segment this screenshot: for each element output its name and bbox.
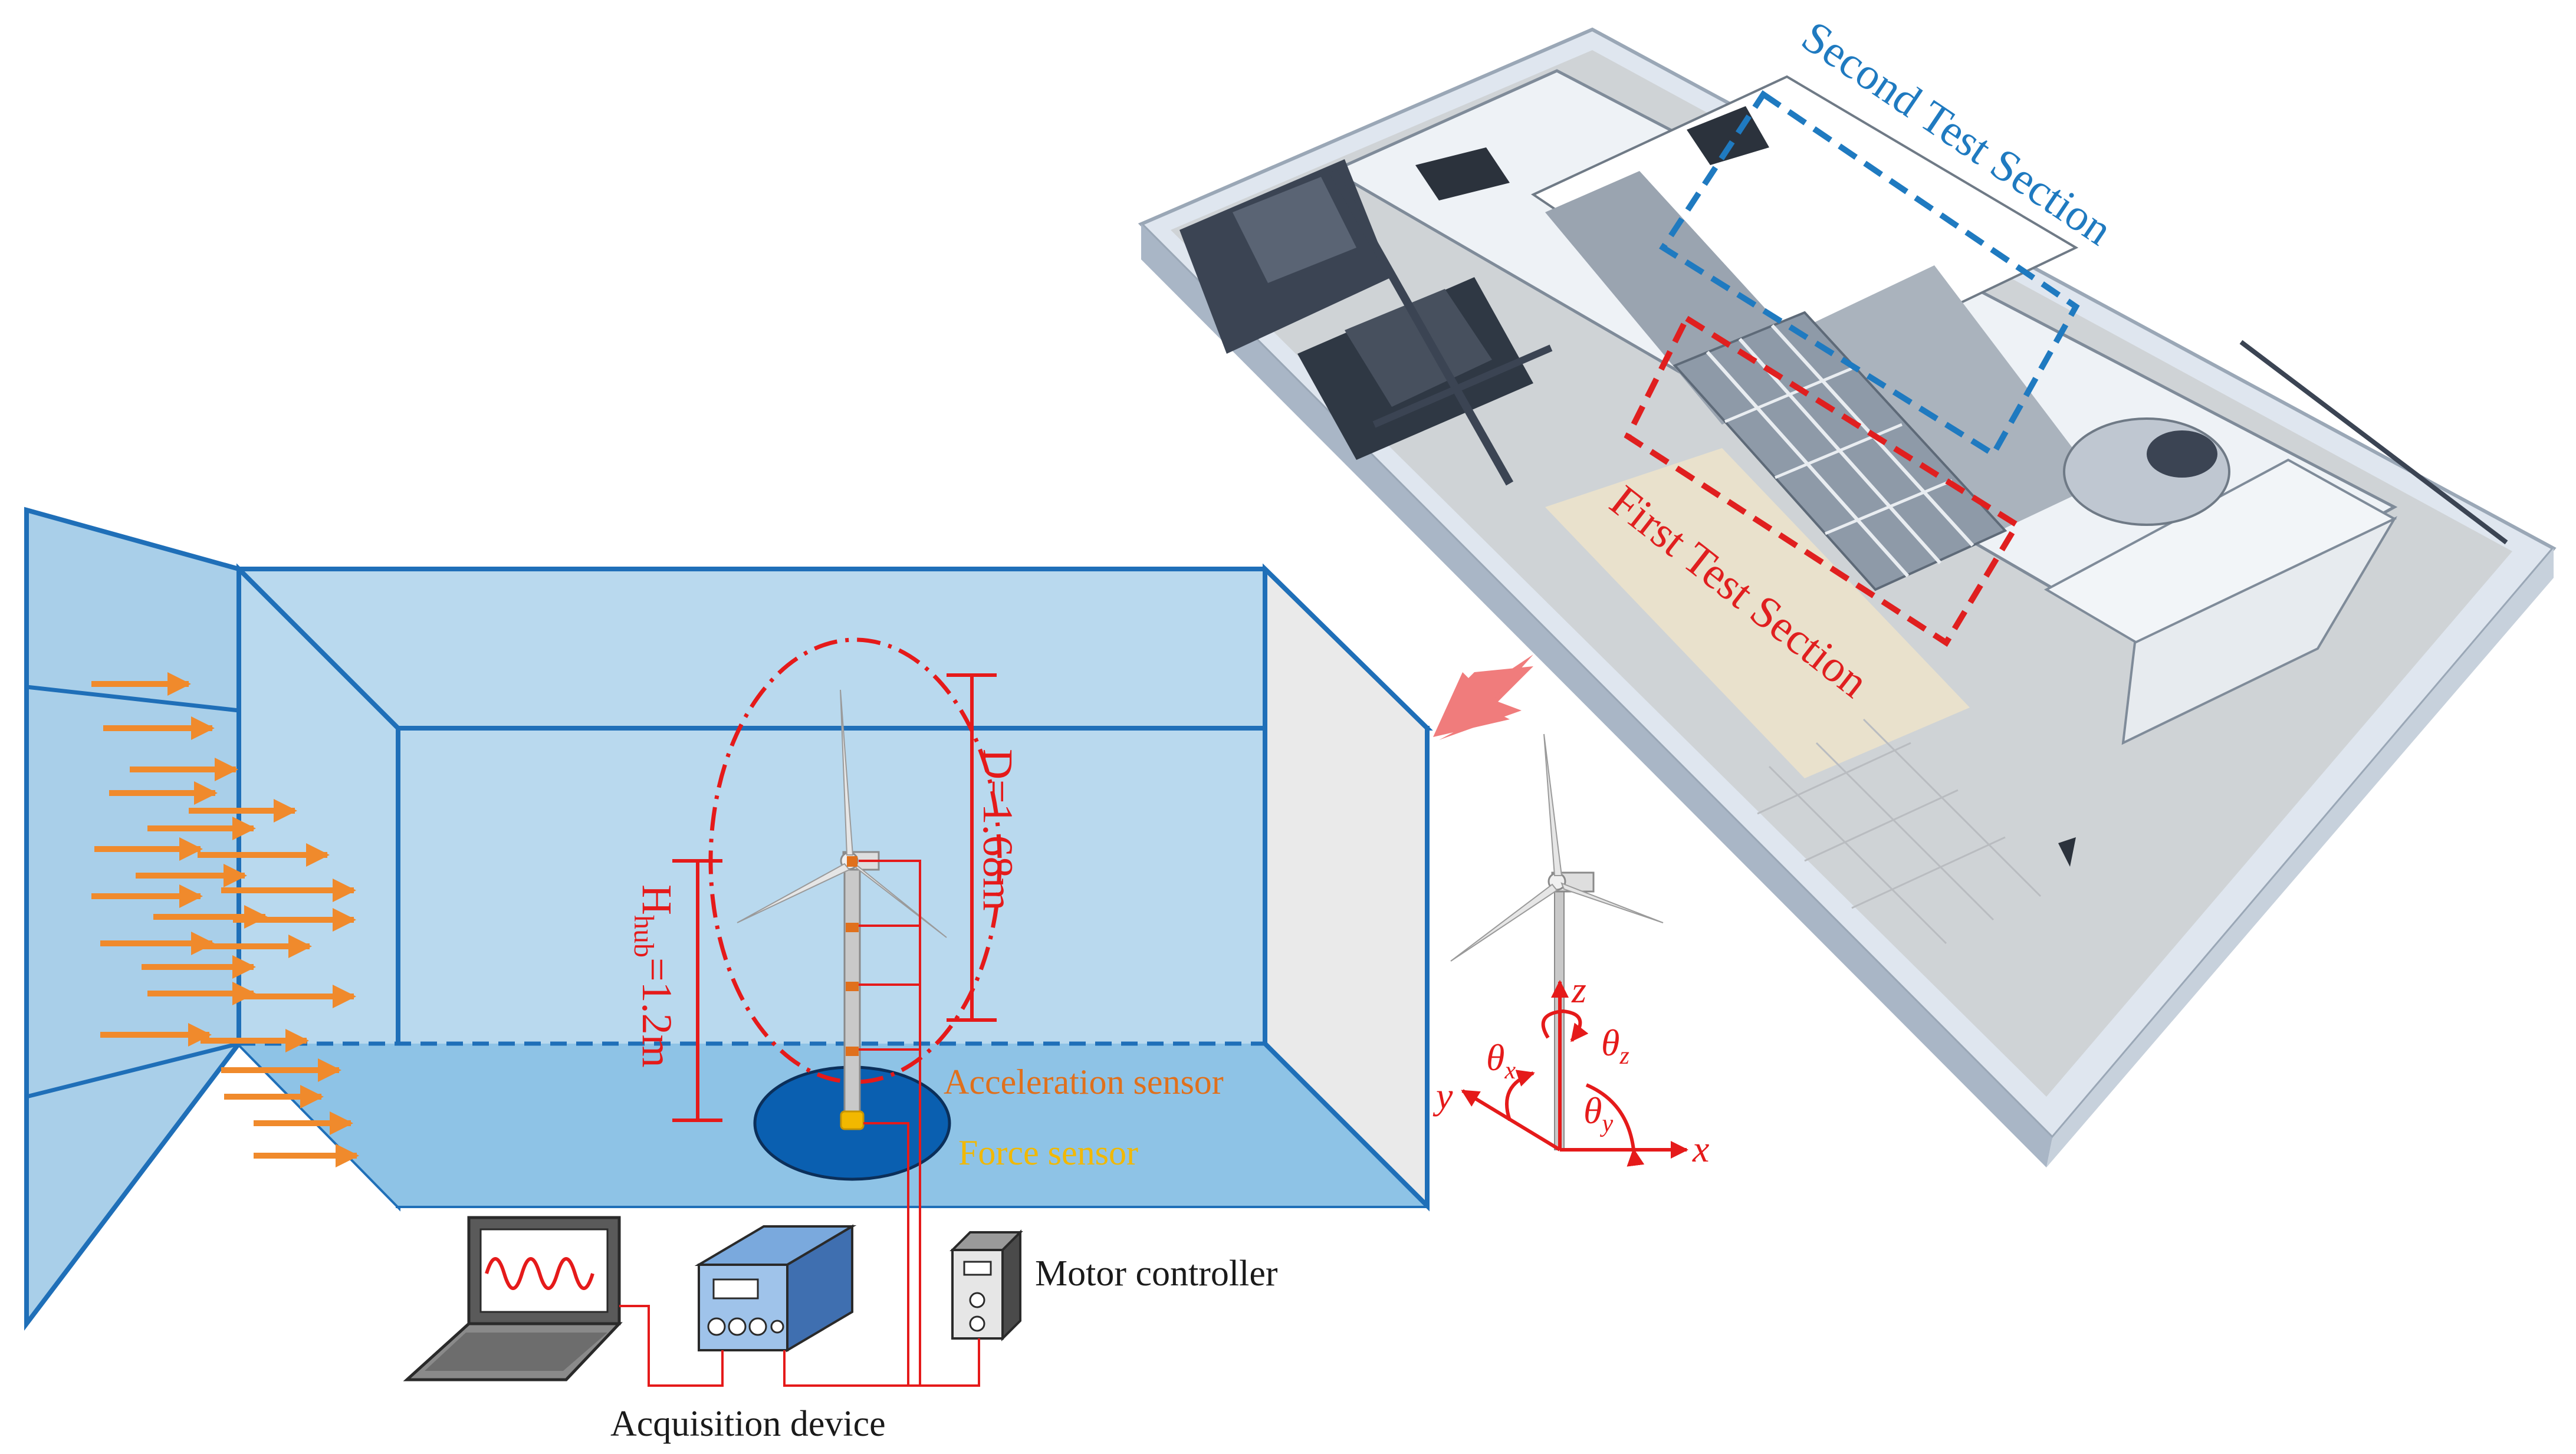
theta-z-subscript: z [1619,1042,1629,1070]
theta-x-label: θx [1486,1037,1516,1084]
motor-controller-icon [949,1229,1023,1341]
hub-height-label: Hhub=1.2m [628,884,681,1068]
equipment-wiring [619,1305,980,1387]
theta-y-subscript: y [1599,1110,1613,1137]
theta-z-symbol: θ [1601,1022,1619,1064]
axis-x-label: x [1692,1128,1709,1170]
theta-y-symbol: θ [1583,1090,1602,1131]
diameter-label: D=1.68m [974,749,1021,911]
coordinate-axes [1461,980,1688,1167]
hub-height-symbol: H [633,884,681,915]
floor-grid [1757,718,2042,945]
acquisition-device-icon [694,1224,857,1353]
theta-z-label: θz [1601,1022,1629,1070]
first-test-section-box [1624,314,2021,647]
motor-controller-label: Motor controller [1035,1254,1278,1294]
theta-x-subscript: x [1504,1057,1516,1084]
sensor-wiring [859,860,921,1386]
axis-z-label: z [1571,969,1586,1011]
theta-x-symbol: θ [1486,1037,1504,1078]
inflow-arrows [91,672,359,1167]
theta-y-label: θy [1583,1090,1613,1137]
coordinate-turbine-icon [1450,733,1664,1150]
axis-y-label: y [1432,1075,1453,1117]
wind-turbine-icon [737,689,947,1130]
laptop-icon [403,1216,623,1381]
force-sensor-label: Force sensor [958,1133,1138,1172]
acquisition-device-label: Acquisition device [610,1404,886,1444]
hub-height-subscript: hub [628,915,659,958]
acceleration-sensor-label: Acceleration sensor [944,1062,1224,1101]
hub-height-value: =1.2m [633,958,681,1068]
second-test-section-box [1659,90,2080,459]
facility-to-tunnel-arrow-icon [1433,654,1533,737]
first-test-section-glass [1673,311,2007,591]
hub-height-dimension [672,859,722,1122]
diameter-dimension [947,673,997,1022]
